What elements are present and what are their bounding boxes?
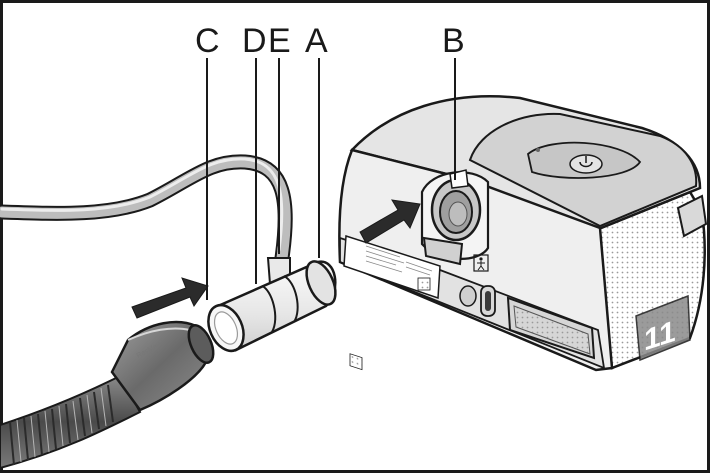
- callout-b: B: [442, 22, 465, 60]
- air-hose: ResMed: [0, 320, 215, 470]
- oxygen-adapter: [207, 257, 337, 353]
- arrow-icon: [359, 199, 421, 244]
- arrow-icon: [131, 277, 209, 319]
- product-label: [343, 234, 441, 371]
- cpap-device: 11: [338, 95, 708, 372]
- air-outlet-port: [420, 169, 490, 266]
- power-icon: [579, 156, 593, 168]
- air-filter-grille: [506, 296, 596, 360]
- patient-symbol-icon: [473, 254, 489, 272]
- oxygen-tube: [0, 154, 293, 266]
- callout-e: E: [268, 22, 291, 60]
- leader-lines: [206, 58, 456, 300]
- callout-d: D: [242, 22, 267, 60]
- callout-c: C: [195, 22, 220, 60]
- callout-a: A: [305, 22, 328, 60]
- rear-ports: [459, 285, 496, 317]
